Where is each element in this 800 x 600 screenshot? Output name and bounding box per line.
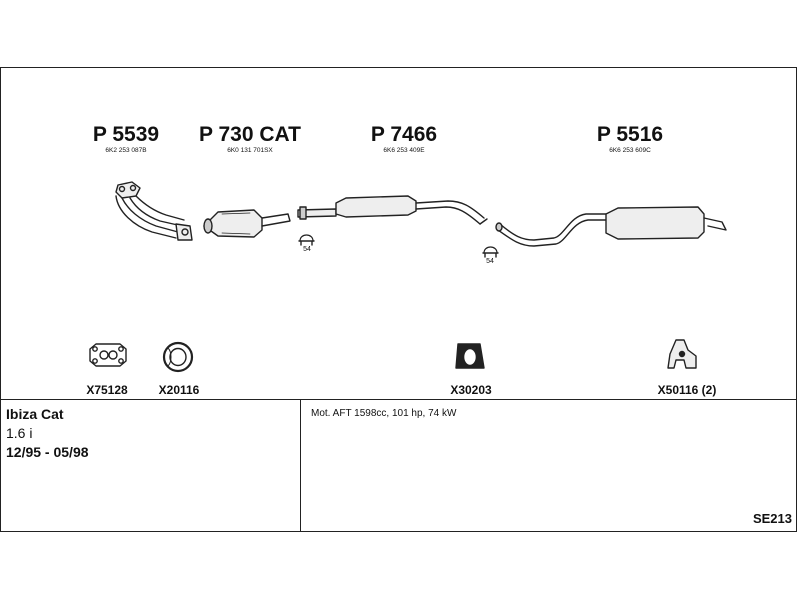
divider-horizontal [0, 399, 797, 400]
engine-spec: Mot. AFT 1598cc, 101 hp, 74 kW [311, 408, 457, 419]
catalytic-converter-icon[interactable] [203, 209, 291, 238]
accessory-code-x75128[interactable]: X75128 [86, 383, 128, 397]
part-code-p7466[interactable]: P 7466 [370, 123, 438, 146]
oem-number-p7466: 6K6 253 409E [383, 147, 425, 154]
part-code-p5539[interactable]: P 5539 [92, 123, 160, 146]
accessory-code-x50116[interactable]: X50116 (2) [657, 383, 717, 397]
vehicle-model: Ibiza Cat [6, 406, 64, 422]
oem-number-p5539: 6K2 253 087B [105, 147, 147, 154]
oem-number-p730cat: 6K0 131 701SX [227, 147, 273, 154]
oem-number-p5516: 6K6 253 609C [609, 147, 651, 154]
rear-silencer-icon[interactable] [495, 206, 727, 247]
exhaust-manifold-icon[interactable] [115, 181, 193, 241]
middle-silencer-icon[interactable] [297, 195, 488, 225]
clamp-number: 54 [303, 246, 311, 253]
flange-gasket-icon[interactable] [89, 343, 127, 367]
rubber-mount-icon[interactable] [455, 343, 485, 369]
clamp-number: 54 [486, 258, 494, 265]
diagram-number: SE213 [752, 511, 792, 526]
part-code-p730cat[interactable]: P 730 CAT [199, 123, 301, 146]
part-code-p5516[interactable]: P 5516 [596, 123, 664, 146]
diagram-frame [0, 67, 797, 532]
vehicle-info: Ibiza Cat 1.6 i 12/95 - 05/98 [6, 405, 89, 462]
clamp-icon[interactable] [482, 246, 499, 258]
accessory-code-x20116[interactable]: X20116 [158, 383, 200, 397]
vehicle-engine: 1.6 i [6, 425, 33, 441]
accessory-code-x30203[interactable]: X30203 [450, 383, 492, 397]
sealing-ring-icon[interactable] [162, 341, 194, 373]
divider-vertical [300, 399, 301, 532]
hanger-icon[interactable] [667, 339, 697, 369]
vehicle-years: 12/95 - 05/98 [6, 444, 89, 460]
clamp-icon[interactable] [298, 234, 315, 246]
